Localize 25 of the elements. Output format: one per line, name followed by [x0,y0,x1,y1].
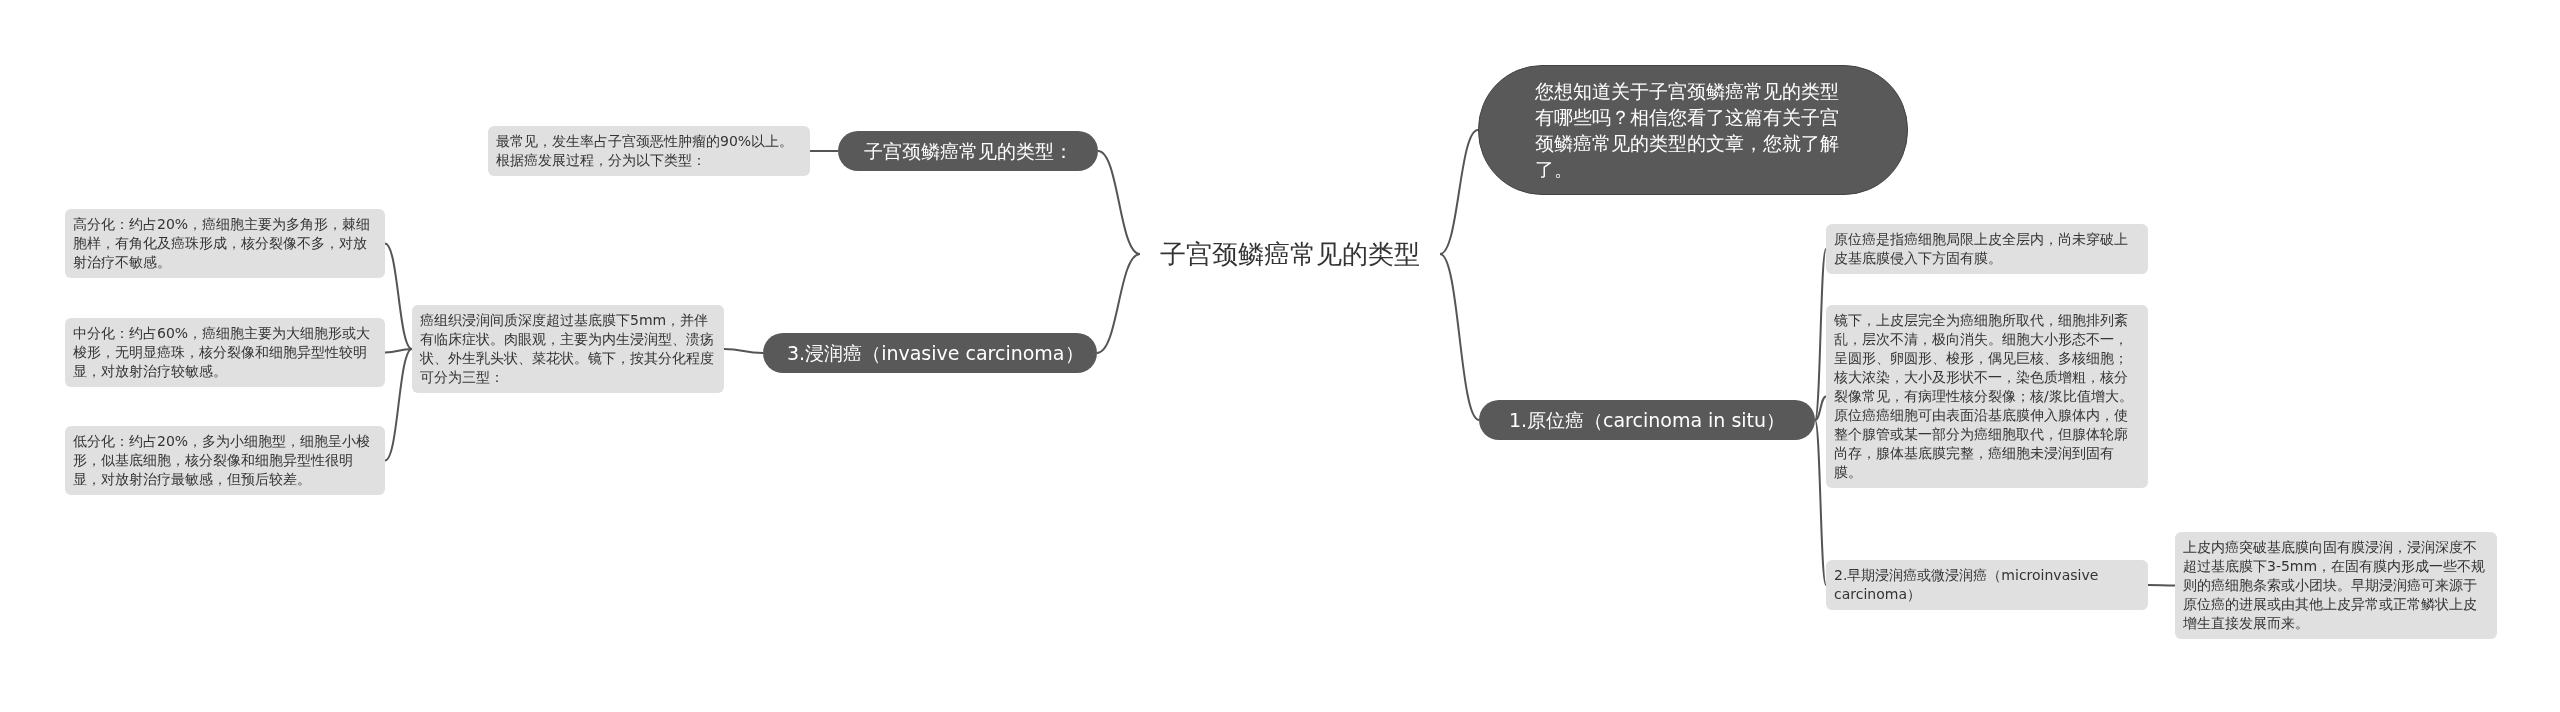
note-box: 2.早期浸润癌或微浸润癌（microinvasive carcinoma） [1826,560,2148,610]
topic-pill: 3.浸润癌（invasive carcinoma） [763,333,1097,373]
connector-line [1814,395,1827,421]
connector-line [1096,253,1141,354]
connector-line [384,348,413,354]
connector-line [1097,150,1141,255]
note-box: 原位癌是指癌细胞局限上皮全层内，尚未穿破上皮基底膜侵入下方固有膜。 [1826,224,2148,274]
note-box: 中分化：约占60%，癌细胞主要为大细胞形或大梭形，无明显癌珠，核分裂像和细胞异型性较明显，对放射治疗较敏感。 [65,318,385,387]
note-box: 低分化：约占20%，多为小细胞型，细胞呈小梭形，似基底细胞，核分裂像和细胞异型性很明显，对放射治疗最敏感，但预后较差。 [65,426,385,495]
connector-line [384,242,413,350]
note-box: 高分化：约占20%，癌细胞主要为多角形，棘细胞样，有角化及癌珠形成，核分裂像不多，对放射治疗不敏感。 [65,209,385,278]
connector-line [1439,129,1479,255]
note-box: 镜下，上皮层完全为癌细胞所取代，细胞排列紊乱，层次不清，极向消失。细胞大小形态不一，呈圆形、卵圆形、梭形，偶见巨核、多核细胞；核大浓染，大小及形状不一，染色质增粗，核分裂像常见，有病理性核分裂像；核/浆比值增大。原位癌癌细胞可由表面沿基底膜伸入腺体内，使整个腺管或某一部分为癌细胞取代，但腺体轮廓尚存，腺体基底膜完整，癌细胞未浸润到固有膜。 [1826,305,2148,488]
note-box: 癌组织浸润间质深度超过基底膜下5mm，并伴有临床症状。肉眼观，主要为内生浸润型、溃疡状、外生乳头状、菜花状。镜下，按其分化程度可分为三型： [412,305,724,393]
topic-pill: 1.原位癌（carcinoma in situ） [1479,400,1815,440]
intro-bubble: 您想知道关于子宫颈鳞癌常见的类型有哪些吗？相信您看了这篇有关子宫颈鳞癌常见的类型的文章，您就了解了。 [1478,65,1908,195]
topic-pill: 子宫颈鳞癌常见的类型： [838,131,1098,171]
connector-line [1439,253,1480,421]
note-box: 上皮内癌突破基底膜向固有膜浸润，浸润深度不超过基底膜下3-5mm，在固有膜内形成一些不规则的癌细胞条索或小团块。早期浸润癌可来源于原位癌的进展或由其他上皮异常或正常鳞状上皮增生直接发展而来。 [2175,532,2497,639]
central-topic: 子宫颈鳞癌常见的类型 [1140,236,1440,272]
note-box: 最常见，发生率占子宫颈恶性肿瘤的90%以上。根据癌发展过程，分为以下类型： [488,126,810,176]
connector-line [2147,584,2176,587]
connector-line [723,348,764,354]
connector-line [384,348,413,462]
connector-line [809,150,839,152]
